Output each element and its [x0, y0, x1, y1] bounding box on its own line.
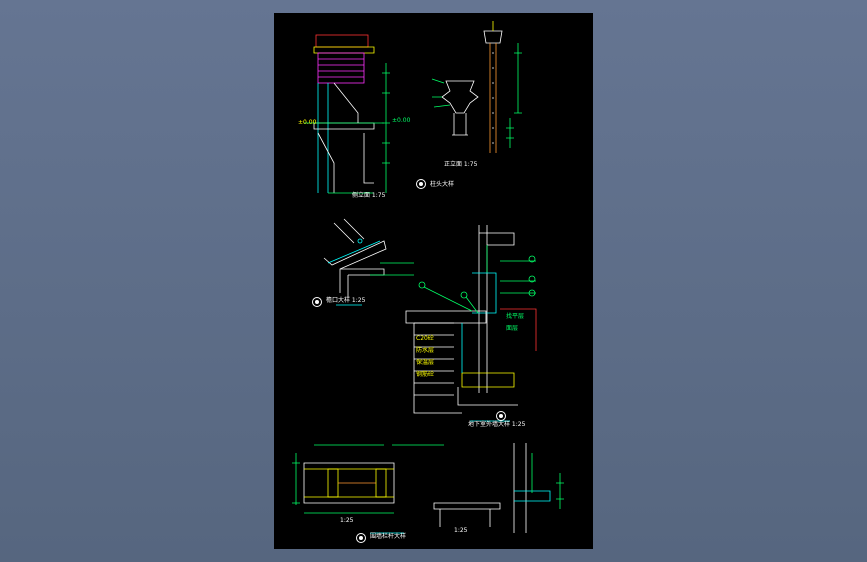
detail-marker-d	[496, 411, 506, 421]
note-5: 保温层	[416, 359, 435, 366]
detail-marker-b	[416, 179, 426, 189]
section-e	[292, 443, 564, 534]
title-detail-c: 檐口大样 1:25	[326, 297, 366, 304]
title-detail-e: 围墙栏杆大样	[370, 533, 407, 540]
note-8: 面层	[506, 325, 519, 332]
detail-marker-c	[312, 297, 322, 307]
drawing-canvas	[292, 21, 564, 534]
note-6: 钢筋砼	[416, 371, 435, 378]
title-section-b: 正立面 1:75	[444, 161, 478, 168]
note-4: 防水层	[416, 347, 435, 354]
scale-e2: 1:25	[454, 527, 468, 534]
scale-e1: 1:25	[340, 517, 354, 524]
note-7: 找平层	[506, 313, 525, 320]
section-b	[431, 21, 522, 153]
title-section-a: 侧立面 1:75	[352, 192, 386, 199]
detail-marker-e	[356, 533, 366, 543]
drawing-sheet[interactable]: 侧立面 1:75 正立面 1:75 柱头大样 檐口大样 1:25 地下室外墙大样…	[274, 13, 593, 549]
section-d	[405, 225, 537, 422]
note-3: C20砼	[416, 335, 434, 342]
title-detail-b: 柱头大样	[430, 181, 455, 188]
note-1: ±0.00	[298, 119, 317, 126]
title-detail-d: 地下室外墙大样 1:25	[468, 421, 526, 428]
note-2: ±0.00	[392, 117, 411, 124]
section-a	[304, 34, 390, 194]
section-c	[323, 218, 414, 306]
